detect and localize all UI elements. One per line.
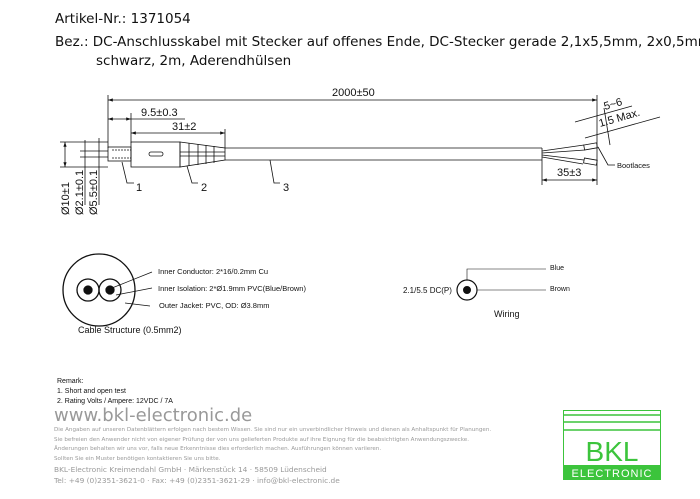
dim-strip-length: 35±3 [557, 167, 581, 179]
dia-inner: Ø2.1±0.1 [74, 170, 86, 215]
article-number: Artikel-Nr.: 1371054 [55, 11, 191, 27]
dim-plug-length: 31±2 [172, 121, 196, 133]
disclaimer-line: Sie befreien den Anwender nicht von eige… [54, 436, 469, 443]
dia-outer: Ø10±1 [60, 182, 72, 215]
dim-tip-length: 9.5±0.3 [141, 107, 178, 119]
logo-sub: ELECTRONIC [572, 468, 653, 480]
cable-structure-caption: Cable Structure (0.5mm2) [78, 325, 182, 335]
wire-brown-label: Brown [550, 286, 570, 293]
disclaimer-line: Sollten Sie ein Muster benötigen kontakt… [54, 455, 221, 462]
inner-isolation-label: Inner Isolation: 2*Ø1.9mm PVC(Blue/Brown… [158, 284, 306, 293]
disclaimer: Die Angaben auf unseren Datenblättern er… [54, 426, 491, 464]
bootlaces-label: Bootlaces [617, 161, 650, 170]
callout-1: 1 [136, 182, 142, 194]
dim-total-length: 2000±50 [332, 87, 375, 99]
cable-cross-section [62, 253, 153, 327]
disclaimer-line: Änderungen behalten wir uns vor, falls n… [54, 446, 382, 452]
remark-item: 2. Rating Volts / Ampere: 12VDC / 7A [57, 398, 173, 405]
cable-side-view [60, 95, 661, 205]
company-address: BKL-Electronic Kreimendahl GmbH · Märken… [54, 465, 327, 474]
inner-conductor-label: Inner Conductor: 2*16/0.2mm Cu [158, 267, 268, 276]
connector-label: 2.1/5.5 DC(P) [403, 286, 452, 295]
outer-jacket-label: Outer Jacket: PVC, OD: Ø3.8mm [159, 301, 269, 310]
description-line-1: Bez.: DC-Anschlusskabel mit Stecker auf … [55, 34, 700, 50]
callout-2: 2 [201, 182, 207, 194]
company-contact: Tel: +49 (0)2351-3621-0 · Fax: +49 (0)23… [54, 476, 340, 485]
callout-3: 3 [283, 182, 289, 194]
disclaimer-line: Die Angaben auf unseren Datenblättern er… [54, 427, 492, 433]
logo-brand: BKL [586, 436, 639, 467]
wire-blue-label: Blue [550, 265, 564, 272]
remarks-title: Remark: [57, 378, 84, 385]
website-link[interactable]: www.bkl-electronic.de [54, 405, 253, 426]
wiring-caption: Wiring [494, 309, 520, 319]
dim-ferrule: 5~6 [603, 96, 624, 113]
remark-item: 1. Short and open test [57, 388, 126, 395]
dia-mid: Ø5.5±0.1 [88, 170, 100, 215]
description-line-2: schwarz, 2m, Aderendhülsen [96, 53, 292, 69]
wiring-diagram [456, 268, 546, 301]
bkl-logo: BKL ELECTRONIC [563, 410, 661, 480]
